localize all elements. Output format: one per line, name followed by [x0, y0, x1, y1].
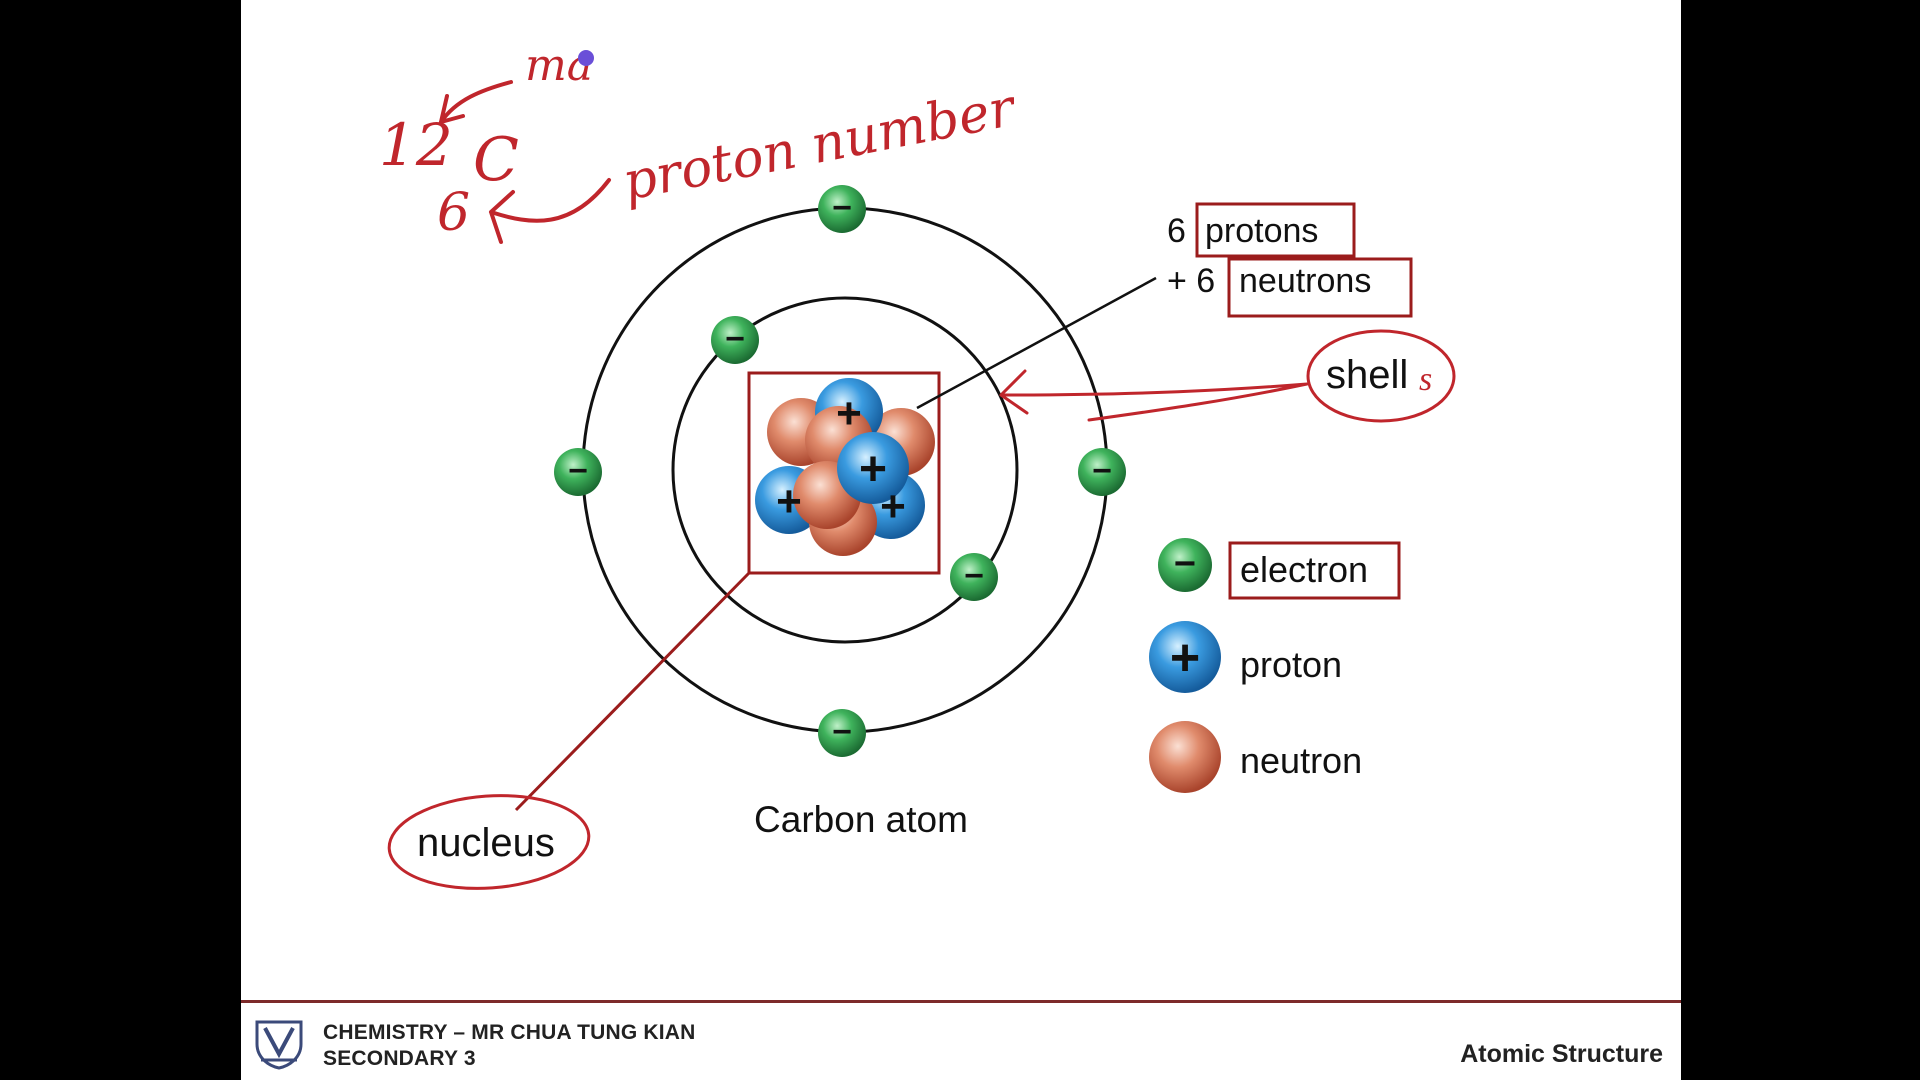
shell-circle-annotation: [1306, 329, 1456, 423]
proton-count: 6: [1167, 212, 1186, 250]
legend-neutron-label: neutron: [1240, 740, 1362, 781]
inner-shell: [671, 296, 1019, 644]
pen-cursor-dot: [578, 50, 594, 66]
mass-arrow: [439, 80, 513, 124]
electron: −: [1078, 448, 1126, 496]
neutrons-label: neutrons: [1239, 262, 1371, 300]
svg-text:−: −: [568, 452, 588, 490]
proton: [837, 432, 909, 504]
shell-arrow-annotation: [999, 369, 1309, 422]
proton-icon: +: [1149, 621, 1221, 693]
electron: −: [554, 448, 602, 496]
svg-text:−: −: [1092, 452, 1112, 490]
svg-text:−: −: [964, 557, 984, 595]
atomic-number-note: 6: [437, 183, 470, 243]
svg-text:−: −: [1174, 543, 1196, 585]
diagram-caption: Carbon atom: [754, 799, 968, 840]
proton-sign: +: [836, 389, 862, 438]
protons-box: [1195, 202, 1356, 258]
electron-box: [1228, 541, 1401, 600]
electron: −: [711, 316, 759, 364]
footer-rule: [241, 1000, 1681, 1003]
school-crest-icon: [255, 1020, 303, 1070]
electron: −: [818, 185, 866, 233]
course-line-2: SECONDARY 3: [323, 1047, 476, 1070]
electron: −: [950, 553, 998, 601]
svg-text:+: +: [1170, 629, 1200, 687]
course-line-1: CHEMISTRY – MR CHUA TUNG KIAN: [323, 1021, 696, 1044]
shell-label: shell: [1326, 353, 1408, 397]
legend-proton-label: proton: [1240, 644, 1342, 685]
nucleus-pointer: [514, 571, 751, 812]
handwritten-notes: 12 6 C ma proton number: [379, 40, 1022, 244]
svg-text:−: −: [832, 189, 852, 227]
proton-sign: +: [859, 443, 887, 496]
slide: + + + + − − − − − − 6 protons + 6 neutro…: [241, 0, 1681, 1080]
nucleus: + + + +: [755, 378, 935, 556]
element-symbol-note: C: [473, 125, 519, 195]
proton-sign: +: [880, 482, 906, 531]
svg-text:−: −: [725, 320, 745, 358]
proton-number-note: proton number: [618, 78, 1022, 213]
atom-diagram: + + + + − − − − − − 6 protons + 6 neutro…: [379, 40, 1456, 890]
legend-electron-label: electron: [1240, 549, 1368, 590]
shell-plural-annotation: s: [1419, 361, 1432, 398]
nucleus-box: [747, 371, 941, 575]
svg-text:−: −: [832, 713, 852, 751]
proton-sign: +: [776, 477, 802, 526]
footer: CHEMISTRY – MR CHUA TUNG KIAN SECONDARY …: [241, 1000, 1681, 1080]
nucleus-circle-annotation: [387, 794, 591, 890]
neutron-icon: [1149, 721, 1221, 793]
proton-arrow: [489, 178, 611, 244]
legend: − electron + proton neutron: [1149, 538, 1401, 793]
composition-pointer: [916, 276, 1157, 410]
mass-note: ma: [525, 40, 593, 91]
protons-label: protons: [1205, 212, 1318, 250]
course-title: CHEMISTRY – MR CHUA TUNG KIAN SECONDARY …: [323, 1020, 696, 1072]
topic-title: Atomic Structure: [1460, 1040, 1663, 1068]
electron-icon: −: [1158, 538, 1212, 592]
electrons: − − − − − −: [554, 185, 1126, 757]
nucleus-label: nucleus: [417, 821, 555, 865]
neutron-count: + 6: [1167, 262, 1215, 300]
neutrons-box: [1227, 257, 1413, 318]
electron: −: [818, 709, 866, 757]
